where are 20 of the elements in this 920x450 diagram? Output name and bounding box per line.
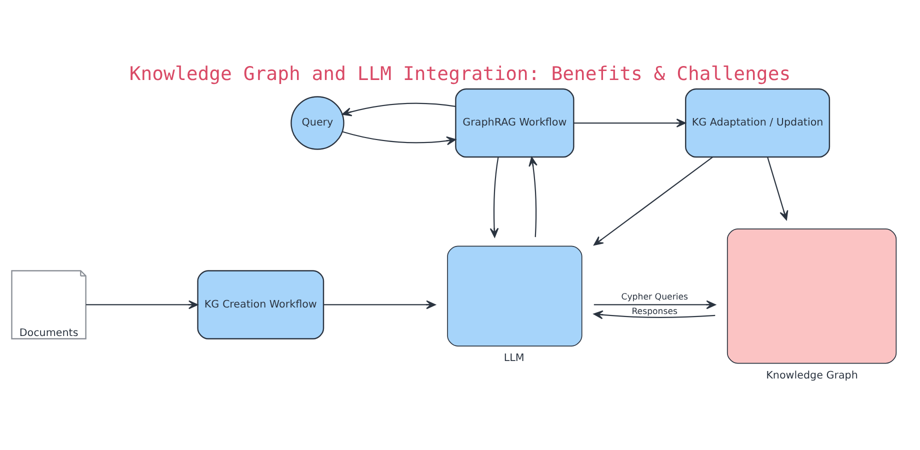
arrow	[593, 310, 716, 319]
node-box: KG Creation Workflow	[197, 270, 324, 339]
arrow	[594, 156, 714, 246]
diagram-title: Knowledge Graph and LLM Integration: Benefits & Challenges	[129, 62, 791, 85]
arrow	[574, 118, 686, 127]
arrow	[342, 130, 456, 145]
node-box: KG Adaptation / Updation	[685, 88, 830, 158]
arrow	[342, 102, 456, 116]
arrow	[594, 300, 716, 309]
edge-label: Cypher Queries	[621, 292, 688, 302]
node-label: Knowledge Graph	[766, 368, 858, 381]
node-circle: Query	[290, 96, 344, 150]
arrow	[86, 300, 198, 309]
node-box: GraphRAG Workflow	[455, 88, 574, 158]
arrow	[324, 300, 436, 309]
edge-label: Responses	[632, 306, 678, 317]
arrow	[528, 156, 538, 237]
node-label: LLM	[504, 352, 524, 364]
arrow	[767, 156, 788, 220]
arrow	[490, 156, 499, 238]
